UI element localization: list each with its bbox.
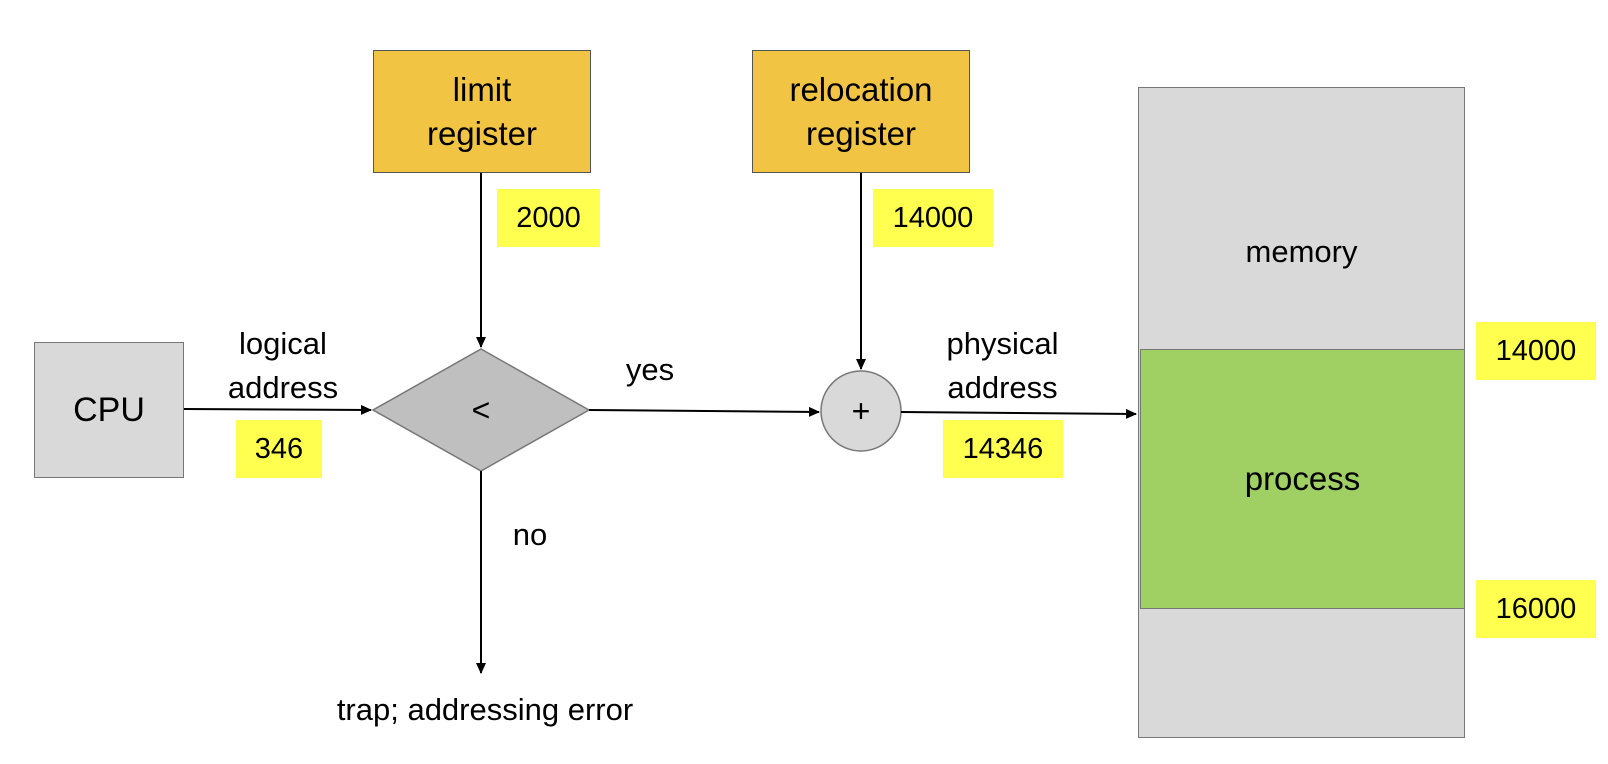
physical-address-label: physical address xyxy=(946,326,1059,405)
logical-address-value-tag: 346 xyxy=(236,420,322,478)
no-label: no xyxy=(512,517,548,552)
adder-circle xyxy=(820,370,902,452)
memory-label: memory xyxy=(1245,234,1358,269)
limit-value-tag: 2000 xyxy=(497,189,600,247)
yes-label: yes xyxy=(625,352,675,387)
adder-symbol: + xyxy=(851,392,871,429)
arrow-adder-to-memory xyxy=(900,408,1137,419)
relocation-value-tag: 14000 xyxy=(873,189,993,247)
cpu-label: CPU xyxy=(73,390,145,429)
process-start-value-tag: 14000 xyxy=(1476,322,1596,380)
process-block: process xyxy=(1140,349,1465,609)
physical-address-value-tag: 14346 xyxy=(943,420,1063,478)
logical-address-label: logical address xyxy=(227,326,339,405)
relocation-register-label: relocation register xyxy=(789,70,933,152)
trap-label: trap; addressing error xyxy=(336,692,634,727)
limit-register-label: limit register xyxy=(426,70,538,152)
arrow-comparator-yes-to-adder xyxy=(588,406,820,417)
cpu-box: CPU xyxy=(34,342,184,478)
process-end-value-tag: 16000 xyxy=(1476,580,1596,638)
arrow-cpu-to-comparator xyxy=(183,404,372,415)
process-label: process xyxy=(1244,460,1361,497)
relocation-register-box: relocation register xyxy=(752,50,970,173)
comparator-symbol: < xyxy=(471,391,491,428)
limit-register-box: limit register xyxy=(373,50,591,173)
